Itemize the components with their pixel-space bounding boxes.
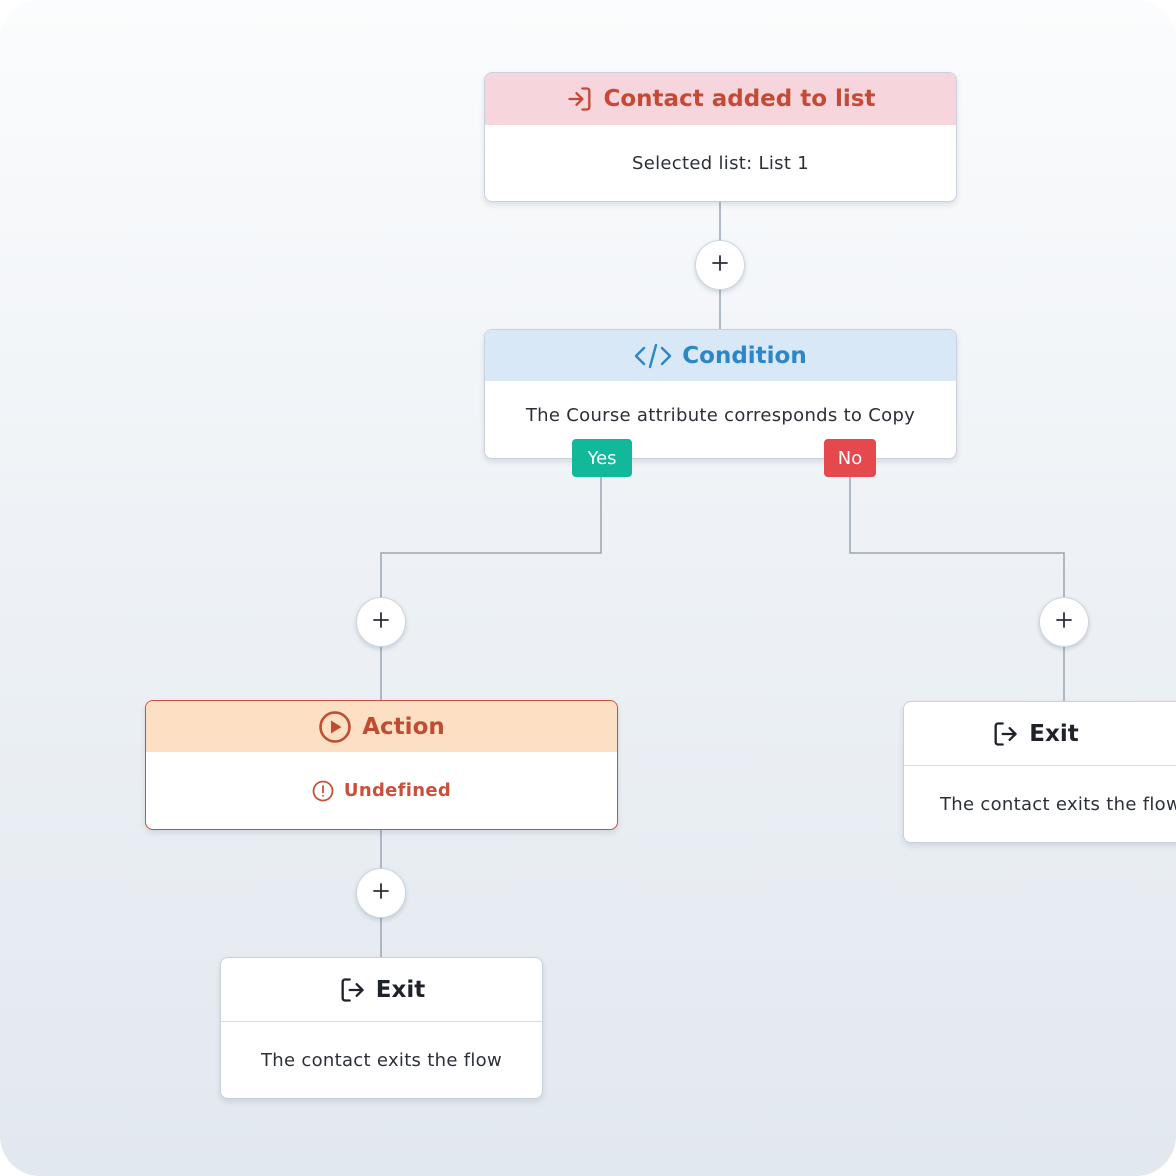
alert-circle-icon	[312, 780, 334, 802]
trigger-header: Contact added to list	[485, 73, 956, 125]
exit-header: Exit	[221, 958, 542, 1022]
exit-title: Exit	[375, 976, 426, 1003]
add-step-button[interactable]	[1039, 597, 1089, 647]
branch-no-badge: No	[824, 439, 876, 477]
add-step-button[interactable]	[356, 868, 406, 918]
trigger-title: Contact added to list	[603, 86, 876, 112]
play-circle-icon	[318, 710, 352, 744]
condition-header: Condition	[485, 330, 956, 381]
action-header: Action	[146, 701, 617, 752]
exit-header: Exit	[904, 702, 1176, 766]
exit-title: Exit	[1029, 720, 1079, 747]
plus-icon	[1054, 610, 1074, 634]
trigger-card[interactable]: Contact added to list Selected list: Lis…	[484, 72, 957, 202]
condition-description: The Course attribute corresponds to Copy	[525, 405, 916, 426]
action-status-text: Undefined	[343, 780, 452, 801]
exit-description: The contact exits the flow	[261, 1049, 502, 1071]
code-icon	[634, 342, 672, 370]
action-status: Undefined	[146, 752, 617, 829]
add-step-button[interactable]	[356, 597, 406, 647]
sign-in-icon	[566, 85, 594, 113]
exit-icon	[991, 720, 1019, 748]
exit-card[interactable]: Exit The contact exits the flow	[220, 957, 543, 1099]
plus-icon	[710, 253, 730, 277]
exit-card[interactable]: Exit The contact exits the flow	[903, 701, 1176, 843]
action-title: Action	[362, 713, 445, 740]
plus-icon	[371, 881, 391, 905]
plus-icon	[371, 610, 391, 634]
action-card[interactable]: Action Undefined	[145, 700, 618, 830]
trigger-description: Selected list: List 1	[632, 152, 809, 174]
exit-description: The contact exits the flow	[940, 793, 1176, 815]
exit-icon	[338, 976, 366, 1004]
condition-title: Condition	[682, 342, 807, 369]
condition-card[interactable]: Condition The Course attribute correspon…	[484, 329, 957, 459]
add-step-button[interactable]	[695, 240, 745, 290]
branch-yes-badge: Yes	[572, 439, 632, 477]
